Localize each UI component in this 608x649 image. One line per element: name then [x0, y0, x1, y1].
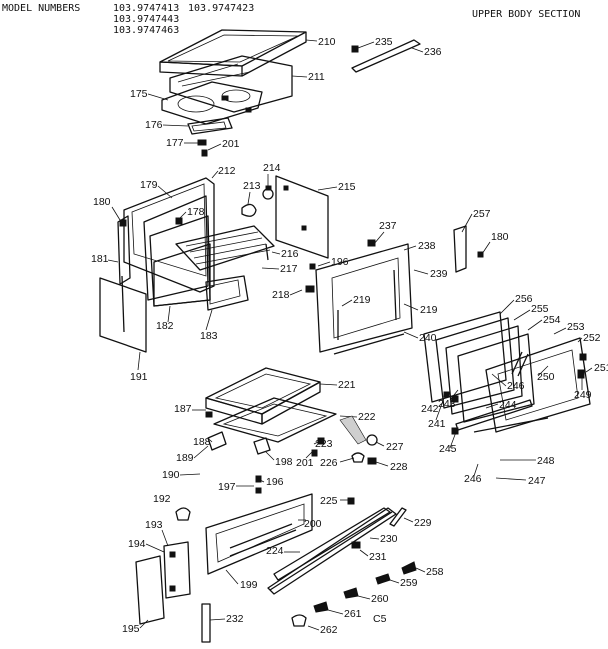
- part-label-258: 258: [426, 566, 444, 578]
- part-label-247: 247: [528, 475, 546, 487]
- oven-liner-drawing: [99, 175, 329, 353]
- part-label-190: 190: [162, 469, 180, 481]
- part-label-188: 188: [193, 436, 211, 448]
- lower-front-panel-drawing: [135, 493, 417, 643]
- part-label-236: 236: [424, 46, 442, 58]
- part-label-239: 239: [430, 268, 448, 280]
- part-label-262: 262: [320, 624, 338, 636]
- part-label-240: 240: [419, 332, 437, 344]
- part-label-181: 181: [91, 253, 109, 265]
- part-label-194: 194: [128, 538, 146, 550]
- part-label-182: 182: [156, 320, 174, 332]
- part-label-187: 187: [174, 403, 192, 415]
- part-label-227: 227: [386, 441, 404, 453]
- broiler-drawer-drawing: [205, 367, 378, 494]
- part-label-232: 232: [226, 613, 244, 625]
- part-label-228: 228: [390, 461, 408, 473]
- part-label-256: 256: [515, 293, 533, 305]
- part-label-250: 250: [537, 371, 555, 383]
- part-label-214: 214: [263, 162, 281, 174]
- oven-window-frame-drawing: [305, 225, 484, 355]
- part-label-249: 249: [574, 389, 592, 401]
- part-label-177: 177: [166, 137, 184, 149]
- part-label-244: 244: [499, 399, 517, 411]
- part-label-217: 217: [280, 263, 298, 275]
- model-number-1: 103.9747413: [113, 3, 179, 14]
- part-label-196-lower: 196: [266, 476, 284, 488]
- model-number-4: 103.9747423: [188, 3, 254, 14]
- part-label-252: 252: [583, 332, 601, 344]
- part-label-221: 221: [338, 379, 356, 391]
- oven-door-drawing: [423, 311, 591, 435]
- part-label-226: 226: [320, 457, 338, 469]
- part-label-259: 259: [400, 577, 418, 589]
- section-title: UPPER BODY SECTION: [472, 9, 580, 20]
- part-label-251: 251: [594, 362, 608, 374]
- part-label-199: 199: [240, 579, 258, 591]
- part-label-238: 238: [418, 240, 436, 252]
- part-label-246-lower: 246: [464, 473, 482, 485]
- part-label-195: 195: [122, 623, 140, 635]
- part-label-212: 212: [218, 165, 236, 177]
- part-label-197: 197: [218, 481, 236, 493]
- model-numbers-label: MODEL NUMBERS: [2, 3, 80, 14]
- part-label-201-top: 201: [222, 138, 240, 150]
- part-label-218: 218: [272, 289, 290, 301]
- part-label-230: 230: [380, 533, 398, 545]
- part-label-225: 225: [320, 495, 338, 507]
- part-label-175: 175: [130, 88, 148, 100]
- part-label-183: 183: [200, 330, 218, 342]
- part-label-261: 261: [344, 608, 362, 620]
- part-label-223: 223: [315, 438, 333, 450]
- part-label-235: 235: [375, 36, 393, 48]
- part-label-245: 245: [439, 443, 457, 455]
- part-label-255: 255: [531, 303, 549, 315]
- part-label-224: 224: [266, 545, 284, 557]
- footer-code: C5: [373, 613, 387, 625]
- part-label-242: 242: [421, 403, 439, 415]
- part-label-254: 254: [543, 314, 561, 326]
- part-label-180-right: 180: [491, 231, 509, 243]
- part-label-215: 215: [338, 181, 356, 193]
- part-label-219-left: 219: [353, 294, 371, 306]
- part-label-253: 253: [567, 321, 585, 333]
- part-label-191: 191: [130, 371, 148, 383]
- part-label-246-upper: 246: [507, 380, 525, 392]
- part-label-260: 260: [371, 593, 389, 605]
- part-label-229: 229: [414, 517, 432, 529]
- part-label-201-lower: 201: [296, 457, 314, 469]
- part-label-257: 257: [473, 208, 491, 220]
- model-number-2: 103.9747443: [113, 14, 179, 25]
- model-number-3: 103.9747463: [113, 25, 179, 36]
- part-label-176: 176: [145, 119, 163, 131]
- part-label-241: 241: [428, 418, 446, 430]
- part-label-198: 198: [275, 456, 293, 468]
- part-label-243: 243: [438, 398, 456, 410]
- part-label-219-right: 219: [420, 304, 438, 316]
- part-label-189: 189: [176, 452, 194, 464]
- part-label-222: 222: [358, 411, 376, 423]
- part-label-211: 211: [308, 71, 325, 83]
- part-label-179: 179: [140, 179, 158, 191]
- part-label-180-left: 180: [93, 196, 111, 208]
- part-label-178: 178: [187, 206, 205, 218]
- part-label-213: 213: [243, 180, 261, 192]
- cooktop-frame-drawing: [159, 29, 421, 157]
- part-label-231: 231: [369, 551, 387, 563]
- part-label-237: 237: [379, 220, 397, 232]
- part-label-210: 210: [318, 36, 336, 48]
- part-label-248: 248: [537, 455, 555, 467]
- part-label-193: 193: [145, 519, 163, 531]
- part-label-216: 216: [281, 248, 299, 260]
- part-label-192: 192: [153, 493, 171, 505]
- part-label-200: 200: [304, 518, 322, 530]
